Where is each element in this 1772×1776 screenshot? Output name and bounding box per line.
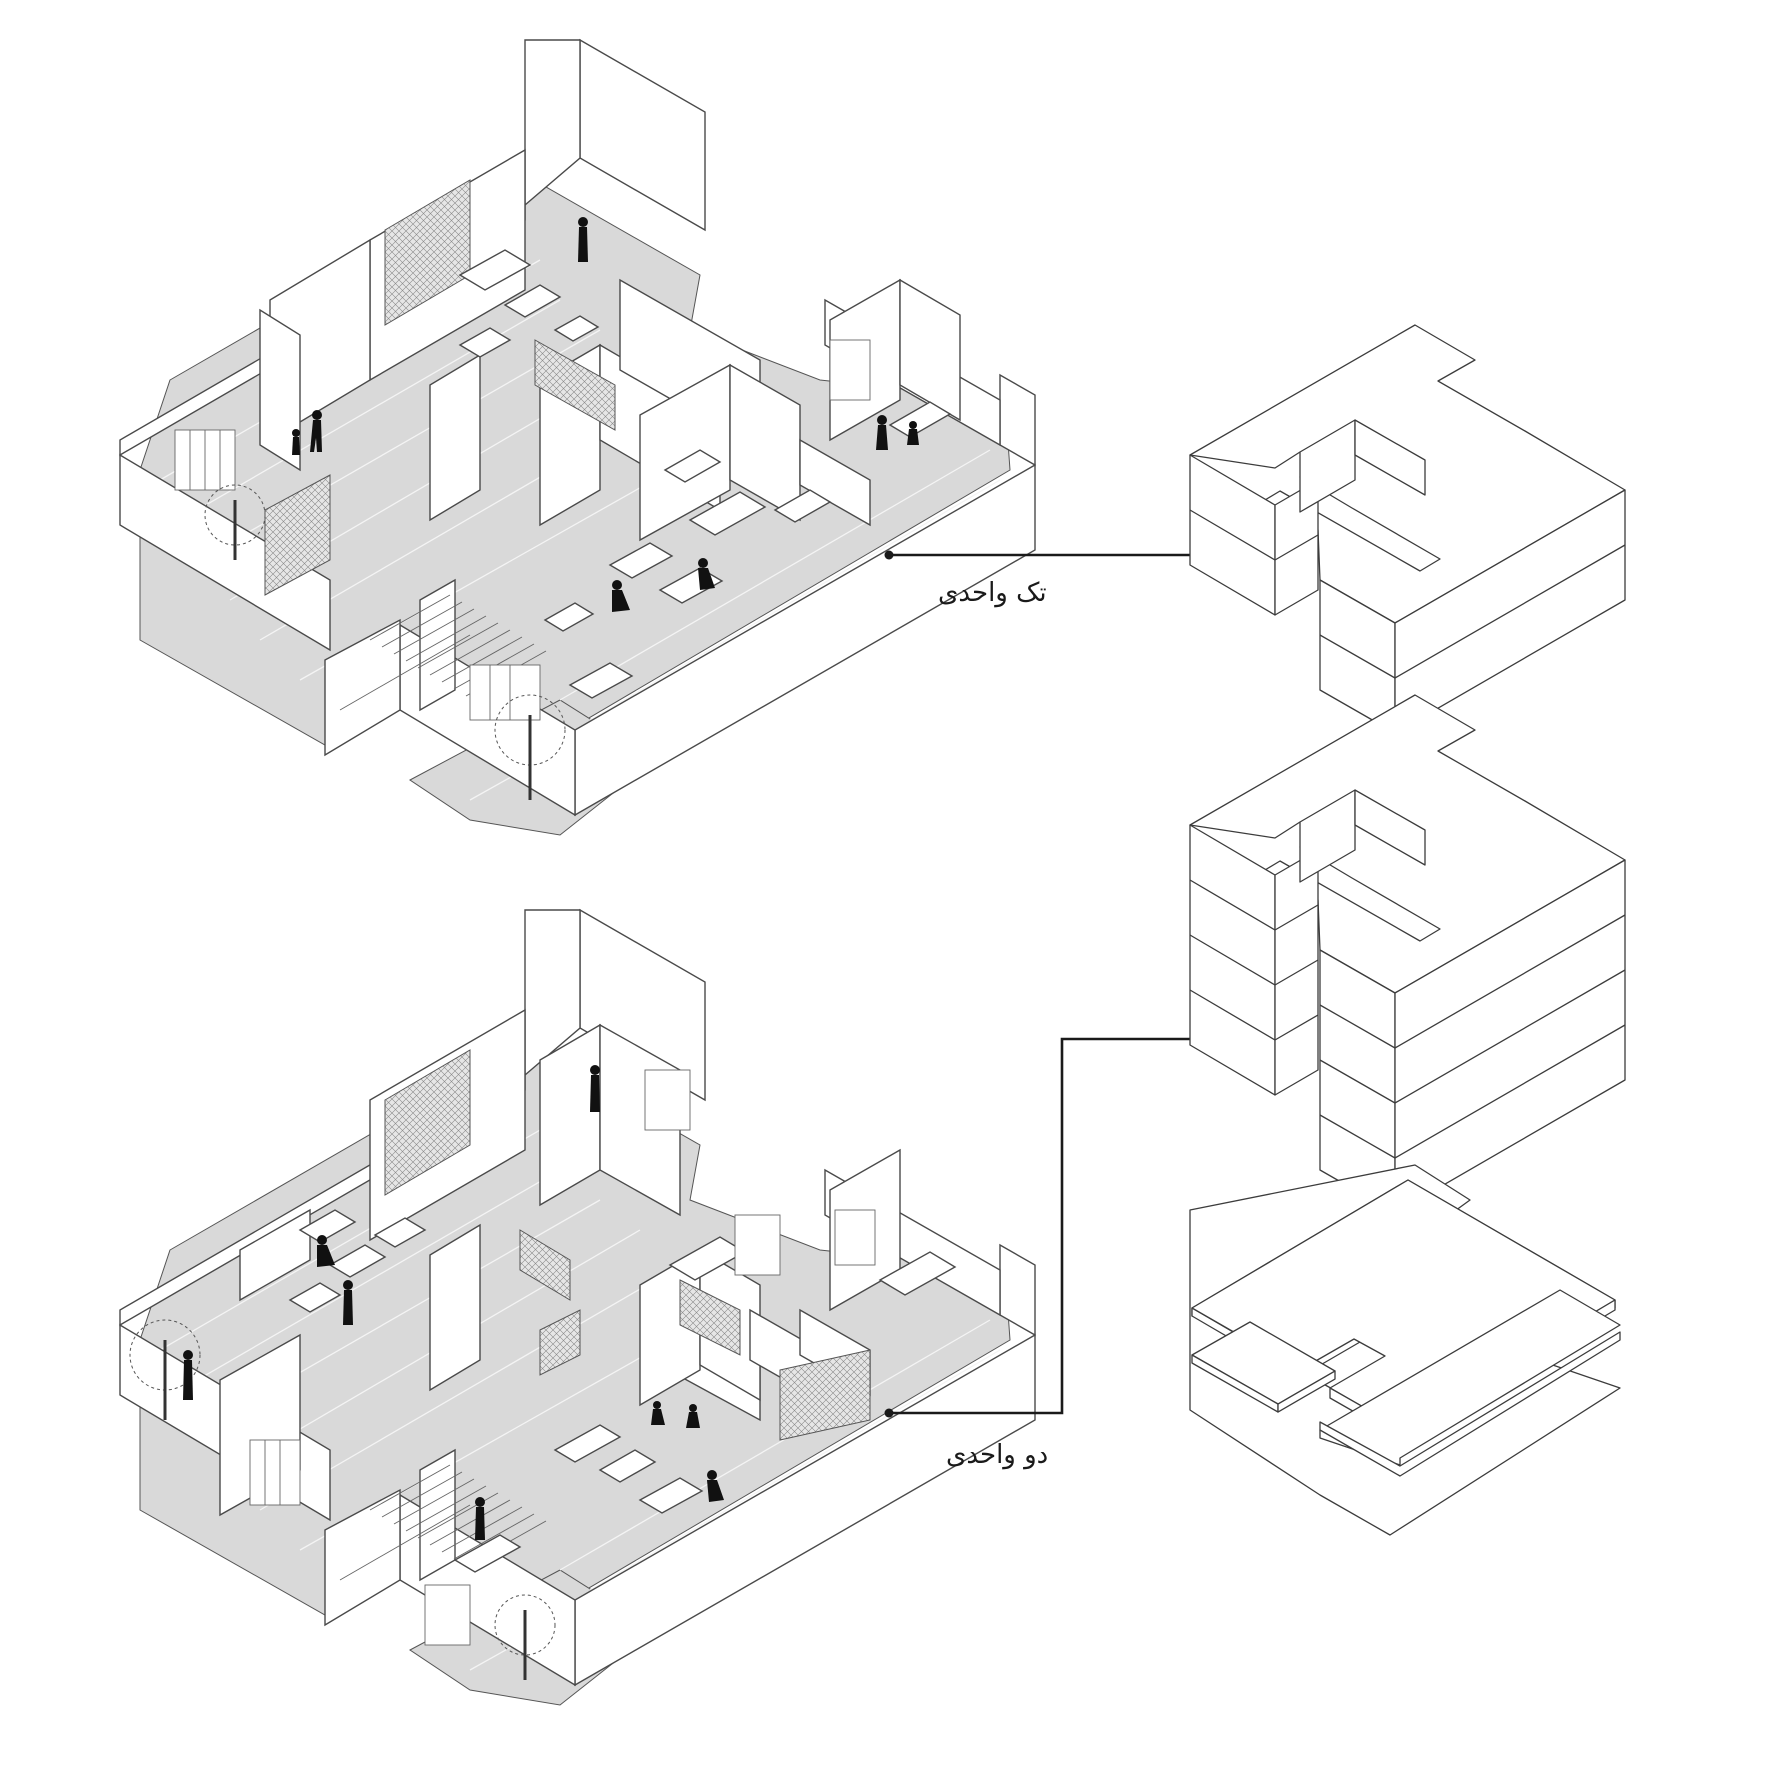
floor-line [1319,1004,1396,1049]
plan-two-unit [119,908,1036,1706]
massing-face [1354,419,1426,496]
floor-line [1274,959,1319,986]
tree-icon [129,1319,556,1680]
massing-model-two-unit [1189,694,1626,1214]
furniture [458,249,952,699]
floor-line [1394,969,1626,1104]
floor-line [1274,904,1319,931]
floor-line [1319,1059,1396,1104]
massing-model-single [1189,324,1626,734]
floor-line [1319,1114,1396,1159]
floor-line [1274,1014,1319,1041]
massing-face [1299,419,1356,513]
tree-icon [204,484,566,800]
floor-line [1189,989,1276,1041]
person-icon [292,217,919,612]
plan-single-unit [119,38,1036,836]
exploded-slabs [1189,1164,1621,1536]
label-single-unit: تک واحدی [938,578,1047,608]
screens [384,1049,871,1441]
person-icon [183,1065,724,1540]
floor-line [1394,1024,1626,1159]
label-two-unit: دو واحدی [946,1440,1049,1470]
floor-line [1394,914,1626,1049]
massing-face [1299,789,1356,883]
screens [264,179,616,596]
windows [174,339,871,721]
floor-line [1189,879,1276,931]
furniture [288,1209,957,1573]
floor-line [1274,534,1319,561]
floor-line [1189,509,1276,561]
floor-line [1319,634,1396,679]
floor-line [1394,544,1626,679]
windows [249,1069,876,1646]
massing-face [1354,789,1426,866]
floor-line [1189,934,1276,986]
